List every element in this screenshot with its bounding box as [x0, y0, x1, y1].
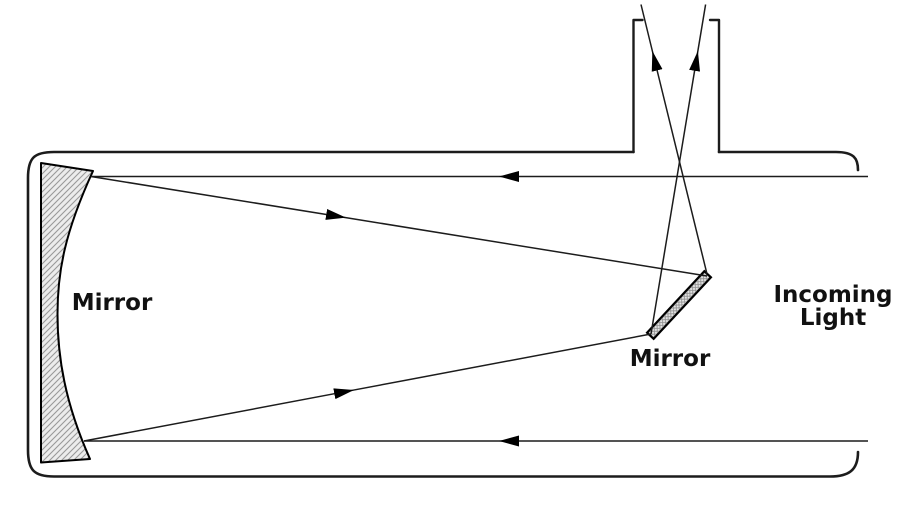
telescope-tube-outline-right	[717, 150, 860, 172]
reflected-ray-top	[90, 175, 708, 277]
primary-mirror	[40, 162, 94, 464]
eyepiece-tube	[632, 18, 721, 154]
incoming-light-label: Incoming Light	[763, 284, 903, 330]
secondary-mirror-label: Mirror	[629, 346, 711, 372]
primary-mirror-label: Mirror	[71, 290, 153, 316]
reflected-ray-bottom	[83, 333, 652, 442]
telescope-tube-outline	[26, 150, 860, 478]
eyepiece-ray-right	[650, 4, 707, 335]
incoming-light-label-line1: Incoming	[773, 282, 893, 308]
incoming-light-label-line2: Light	[799, 305, 867, 331]
eyepiece-ray-left	[640, 4, 708, 275]
secondary-mirror	[645, 269, 713, 341]
